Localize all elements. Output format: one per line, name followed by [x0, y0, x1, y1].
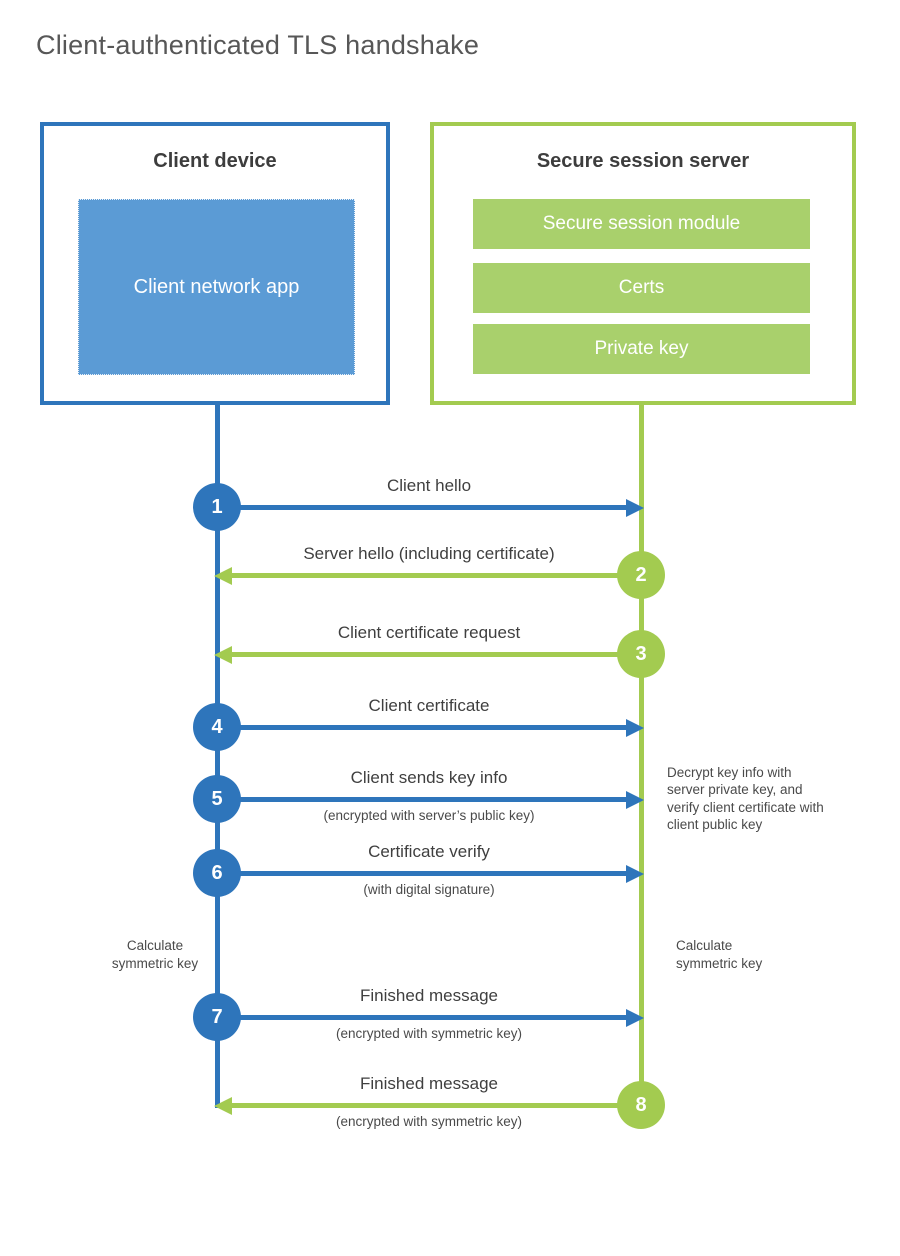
step-1-marker: 1: [193, 483, 241, 531]
server-module-secure-session: Secure session module: [473, 199, 810, 249]
client-device-box: Client device Client network app: [40, 122, 390, 405]
server-calculate-symmetric-key-note: Calculate symmetric key: [676, 938, 763, 971]
step-5-sublabel: (encrypted with server’s public key): [323, 808, 535, 823]
step-5-arrow-right-icon: [217, 791, 644, 809]
page-title: Client-authenticated TLS handshake: [36, 30, 480, 60]
step-7-sublabel: (encrypted with symmetric key): [335, 1026, 523, 1041]
server-lifeline: [639, 405, 644, 1108]
step-7-arrow-right-icon: [217, 1009, 644, 1027]
step-6-arrow-right-icon: [217, 865, 644, 883]
step-8-marker: 8: [617, 1081, 665, 1129]
step-5-marker: 5: [193, 775, 241, 823]
step-4-arrow-right-icon: [217, 719, 644, 737]
step-8-arrow-left-icon: [214, 1097, 641, 1115]
step-3-label: Client certificate request: [337, 623, 521, 642]
step-6-label: Certificate verify: [368, 842, 490, 861]
step-4-marker: 4: [193, 703, 241, 751]
client-network-app-box: Client network app: [78, 199, 355, 375]
step-2-marker: 2: [617, 551, 665, 599]
step-6-marker: 6: [193, 849, 241, 897]
server-heading: Secure session server: [536, 150, 750, 172]
server-decrypt-note: Decrypt key info with server private key…: [667, 765, 824, 832]
step-3-arrow-left-icon: [214, 646, 641, 664]
server-module-certs: Certs: [473, 263, 810, 313]
step-3-marker: 3: [617, 630, 665, 678]
step-7-label: Finished message: [360, 986, 498, 1005]
step-1-label: Client hello: [386, 476, 472, 495]
client-lifeline: [215, 405, 220, 1108]
step-2-arrow-left-icon: [214, 567, 641, 585]
step-7-marker: 7: [193, 993, 241, 1041]
step-8-sublabel: (encrypted with symmetric key): [335, 1114, 523, 1129]
client-device-heading: Client device: [153, 150, 277, 172]
client-network-app-label: Client network app: [133, 275, 300, 298]
client-calculate-symmetric-key-note: Calculate symmetric key: [111, 938, 199, 971]
step-8-label: Finished message: [360, 1074, 498, 1093]
server-module-private-key: Private key: [473, 324, 810, 374]
step-5-label: Client sends key info: [350, 768, 508, 787]
step-6-sublabel: (with digital signature): [363, 882, 495, 897]
step-2-label: Server hello (including certificate): [303, 544, 555, 563]
secure-session-server-box: Secure session server Secure session mod…: [430, 122, 856, 405]
step-4-label: Client certificate: [368, 696, 490, 715]
step-1-arrow-right-icon: [217, 499, 644, 517]
